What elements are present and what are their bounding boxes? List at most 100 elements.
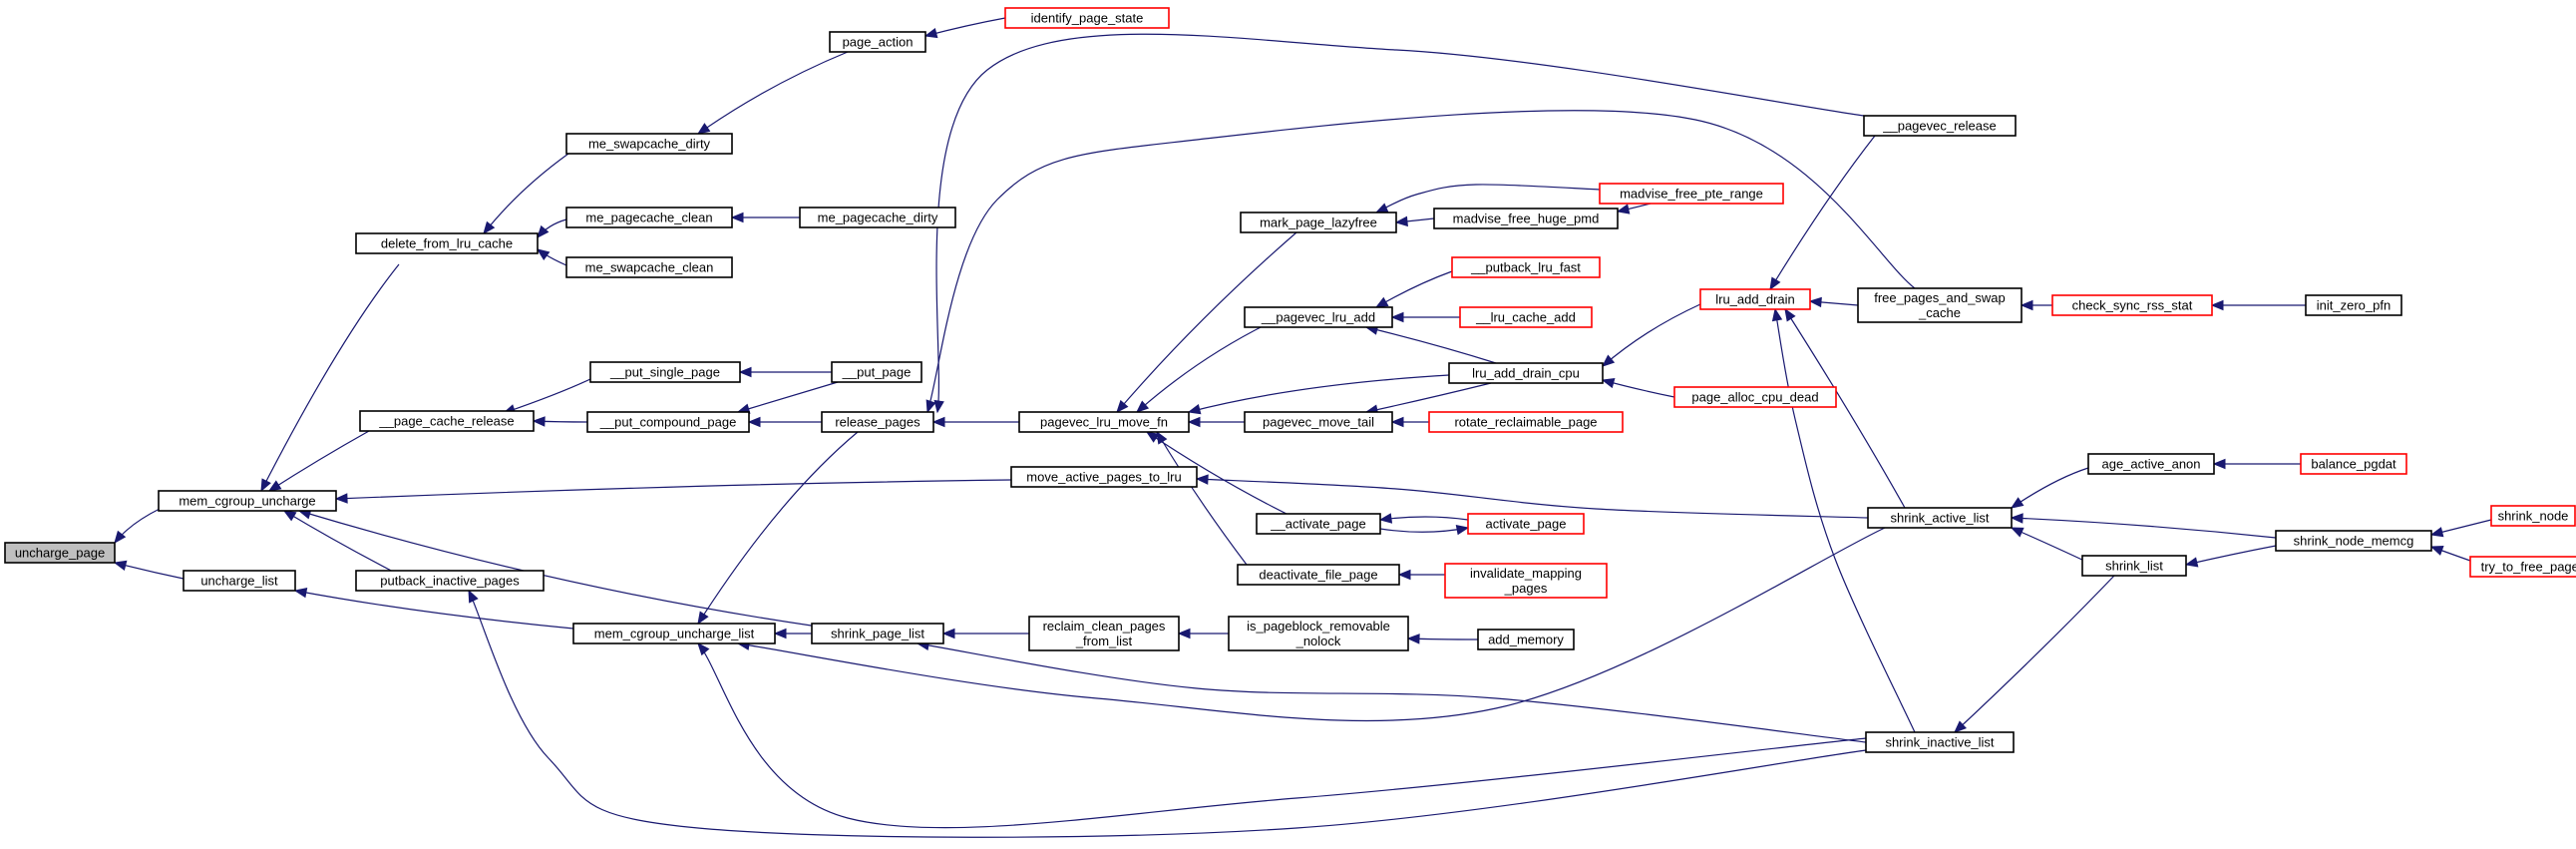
node-is-pageblock-removable-nolock[interactable]: is_pageblock_removable_nolock (1228, 616, 1409, 651)
edge-line (294, 590, 574, 630)
node-page-action[interactable]: page_action (829, 31, 926, 53)
edge-delete_from_lru_cache-to-me_swapcache_dirty (483, 153, 569, 235)
node-putback-inactive-pages[interactable]: putback_inactive_pages (355, 570, 545, 592)
node-box (1857, 287, 2023, 323)
node-shrink-list[interactable]: shrink_list (2081, 555, 2187, 577)
node-label: putback_inactive_pages (380, 574, 520, 589)
edge-free_pages_and_swap_cache-to-check_sync_rss_stat (2020, 299, 2052, 311)
node-lru-add-drain-cpu[interactable]: lru_add_drain_cpu (1448, 362, 1604, 384)
edge-age_active_anon-to-balance_pgdat (2212, 458, 2301, 470)
node-shrink-page-list[interactable]: shrink_page_list (811, 623, 944, 644)
node-add-memory[interactable]: add_memory (1477, 629, 1575, 650)
edge-line (737, 527, 1886, 722)
node-madvise-free-pte-range[interactable]: madvise_free_pte_range (1599, 183, 1784, 205)
node-me-pagecache-dirty[interactable]: me_pagecache_dirty (799, 207, 956, 228)
edge-arrowhead (941, 628, 955, 639)
node-pagevec-lru-move-fn[interactable]: pagevec_lru_move_fn (1018, 411, 1190, 433)
node-shrink-node[interactable]: shrink_node (2490, 505, 2576, 527)
edge-arrowhead (1769, 276, 1781, 291)
node-identify-page-state[interactable]: identify_page_state (1004, 7, 1170, 29)
node-box (1028, 616, 1180, 651)
node-put-single-page[interactable]: __put_single_page (589, 361, 741, 383)
edge-line (1375, 270, 1453, 308)
node-put-page[interactable]: __put_page (831, 361, 922, 383)
node-try-to-free-pages[interactable]: try_to_free_pages (2469, 556, 2576, 578)
node-mem-cgroup-uncharge-list[interactable]: mem_cgroup_uncharge_list (572, 623, 776, 644)
edge-me_pagecache_clean-to-me_pagecache_dirty (730, 212, 800, 223)
edge-mark_page_lazyfree-to-madvise_free_huge_pmd (1394, 215, 1435, 227)
node-invalidate-mapping-pages[interactable]: invalidate_mapping_pages (1444, 563, 1608, 599)
edge-pagevec_lru_move_fn-to-deactivate_file_page (1156, 430, 1248, 566)
edge-check_sync_rss_stat-to-init_zero_pfn (2210, 299, 2306, 311)
node-box (1237, 564, 1400, 586)
node-shrink-inactive-list[interactable]: shrink_inactive_list (1865, 731, 2015, 753)
node-lru-cache-add[interactable]: __lru_cache_add (1459, 306, 1593, 328)
node-label: me_pagecache_dirty (818, 211, 938, 225)
node-uncharge-list[interactable]: uncharge_list (183, 570, 296, 592)
node-box (1428, 411, 1624, 433)
node-box (1699, 288, 1811, 310)
node-mark-page-lazyfree[interactable]: mark_page_lazyfree (1240, 212, 1397, 233)
edge-arrowhead (2429, 546, 2444, 556)
edge-arrowhead (773, 628, 787, 639)
node-age-active-anon[interactable]: age_active_anon (2087, 453, 2215, 475)
node-move-active-pages-to-lru[interactable]: move_active_pages_to_lru (1010, 466, 1198, 488)
edge-shrink_page_list-to-shrink_inactive_list (916, 639, 1867, 743)
node-box (1863, 115, 2017, 137)
node-box (1867, 507, 2013, 529)
node-pagevec-move-tail[interactable]: pagevec_move_tail (1244, 411, 1393, 433)
node-label: __pagevec_lru_add (1261, 310, 1375, 325)
node-box (2087, 453, 2215, 475)
node-label: identify_page_state (1031, 11, 1144, 26)
edge-line (1379, 527, 1469, 533)
node-label: _from_list (1075, 634, 1133, 648)
edge-arrowhead (1195, 474, 1209, 485)
node-delete-from-lru-cache[interactable]: delete_from_lru_cache (355, 232, 539, 254)
node-me-swapcache-dirty[interactable]: me_swapcache_dirty (565, 133, 733, 155)
node-pagevec-lru-add[interactable]: __pagevec_lru_add (1244, 306, 1393, 328)
node-madvise-free-huge-pmd[interactable]: madvise_free_huge_pmd (1433, 208, 1619, 229)
edge-arrowhead (1156, 430, 1168, 445)
node-box (799, 207, 956, 228)
node-lru-add-drain[interactable]: lru_add_drain (1699, 288, 1811, 310)
node-me-pagecache-clean[interactable]: me_pagecache_clean (565, 207, 733, 228)
node-label: shrink_active_list (1891, 511, 1990, 526)
node-putback-lru-fast[interactable]: __putback_lru_fast (1451, 256, 1601, 278)
node-free-pages-and-swap-cache[interactable]: free_pages_and_swap_cache (1857, 287, 2023, 323)
node-label: shrink_page_list (831, 627, 924, 641)
node-label: shrink_node_memcg (2294, 534, 2414, 549)
node-check-sync-rss-stat[interactable]: check_sync_rss_stat (2051, 294, 2213, 316)
node-label: mem_cgroup_uncharge (179, 494, 315, 509)
node-deactivate-file-page[interactable]: deactivate_file_page (1237, 564, 1400, 586)
node-pagevec-release[interactable]: __pagevec_release (1863, 115, 2017, 137)
edge-__pagevec_lru_add-to-__putback_lru_fast (1374, 270, 1453, 308)
node-box (1467, 513, 1585, 535)
edge-line (924, 17, 1006, 37)
node-label: pagevec_move_tail (1263, 415, 1374, 430)
edge-pagevec_move_tail-to-rotate_reclaimable_page (1390, 416, 1429, 428)
node-activate-page[interactable]: __activate_page (1256, 513, 1381, 535)
edge-arrowhead (2010, 513, 2024, 524)
edge-arrowhead (2184, 557, 2199, 568)
node-me-swapcache-clean[interactable]: me_swapcache_clean (565, 256, 733, 278)
edge-mem_cgroup_uncharge_list-to-shrink_page_list (773, 628, 812, 639)
node-reclaim-clean-pages-from-list[interactable]: reclaim_clean_pages_from_list (1028, 616, 1180, 651)
node-label: __activate_page (1270, 517, 1365, 532)
node-release-pages[interactable]: release_pages (821, 411, 934, 433)
node-init-zero-pfn[interactable]: init_zero_pfn (2305, 294, 2402, 316)
edge-release_pages-to-free_pages_and_swap_cache (925, 110, 1916, 414)
node-shrink-node-memcg[interactable]: shrink_node_memcg (2275, 530, 2432, 552)
node-label: page_alloc_cpu_dead (1691, 390, 1818, 405)
node-uncharge-page[interactable]: uncharge_page (4, 542, 116, 564)
node-mem-cgroup-uncharge[interactable]: mem_cgroup_uncharge (158, 490, 337, 512)
node-rotate-reclaimable-page[interactable]: rotate_reclaimable_page (1428, 411, 1624, 433)
edge-line (298, 510, 819, 628)
node-box (1256, 513, 1381, 535)
node-activate-page[interactable]: activate_page (1467, 513, 1585, 535)
node-balance-pgdat[interactable]: balance_pgdat (2300, 453, 2407, 475)
node-shrink-active-list[interactable]: shrink_active_list (1867, 507, 2013, 529)
node-page-alloc-cpu-dead[interactable]: page_alloc_cpu_dead (1673, 386, 1837, 408)
node-box (1244, 411, 1393, 433)
node-put-compound-page[interactable]: __put_compound_page (586, 411, 750, 433)
node-page-cache-release[interactable]: __page_cache_release (359, 410, 535, 432)
